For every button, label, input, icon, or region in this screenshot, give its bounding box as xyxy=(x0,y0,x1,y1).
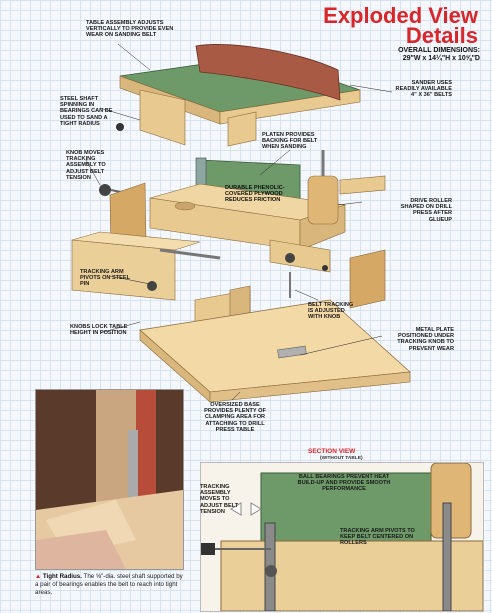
label-metal-plate: METAL PLATE POSITIONED UNDER TRACKING KN… xyxy=(397,327,454,352)
label-tracking-moves: TRACKING ASSEMBLY MOVES TO ADJUST BELT T… xyxy=(200,484,239,515)
diagram-title: Exploded View Details xyxy=(308,3,478,48)
sanding-belt xyxy=(195,44,341,101)
dims-value: 29"W x 14¼"H x 10⅝"D xyxy=(402,55,480,62)
label-tracking-arm: TRACKING ARM PIVOTS ON STEEL PIN xyxy=(80,269,130,288)
label-table-assembly: TABLE ASSEMBLY ADJUSTS VERTICALLY TO PRO… xyxy=(86,20,174,39)
label-ball-bearings: BALL BEARINGS PREVENT HEAT BUILD-UP AND … xyxy=(297,474,391,493)
tracking-block xyxy=(269,239,331,298)
caption-marker: ▲ xyxy=(35,573,42,580)
photo-illustration xyxy=(36,390,183,569)
label-drive-roller: DRIVE ROLLER SHAPED ON DRILL PRESS AFTER… xyxy=(400,198,452,223)
title-line-1: Exploded View xyxy=(323,3,478,28)
label-arm-pivots: TRACKING ARM PIVOTS TO KEEP BELT CENTERE… xyxy=(340,528,415,547)
label-sander-uses: SANDER USES READILY AVAILABLE 4" x 36" B… xyxy=(395,80,452,99)
right-rail xyxy=(339,175,386,195)
housing xyxy=(149,183,346,251)
leader-lines xyxy=(85,43,393,401)
label-belt-tracking: BELT TRACKING IS ADJUSTED WITH KNOB xyxy=(308,302,354,321)
label-knob-moves: KNOB MOVES TRACKING ASSEMBLY TO ADJUST B… xyxy=(66,150,106,181)
label-platen: PLATEN PROVIDES BACKING FOR BELT WHEN SA… xyxy=(262,132,318,151)
tracking-arm xyxy=(71,231,221,301)
label-steel-shaft: STEEL SHAFT SPINNING IN BEARINGS CAN BE … xyxy=(60,96,113,127)
title-line-2: Details xyxy=(405,23,478,48)
overall-dimensions: OVERALL DIMENSIONS: 29"W x 14¼"H x 10⅝"D xyxy=(310,47,480,63)
dims-label: OVERALL DIMENSIONS: xyxy=(398,47,480,54)
caption-bold: Tight Radius. xyxy=(42,573,82,580)
label-oversized-base: OVERSIZED BASE PROVIDES PLENTY OF CLAMPI… xyxy=(204,402,266,433)
section-view-title: SECTION VIEW xyxy=(308,448,356,455)
tight-radius-photo xyxy=(35,389,184,570)
caption-text: The ⅝"-dia. steel shaft supported by a p… xyxy=(35,573,183,596)
drive-roller xyxy=(307,150,339,225)
section-view-drawing xyxy=(201,463,483,611)
label-phenolic: DURABLE PHENOLIC-COVERED PLYWOOD REDUCES… xyxy=(225,185,285,204)
base xyxy=(139,299,411,403)
photo-caption: ▲ Tight Radius. The ⅝"-dia. steel shaft … xyxy=(35,573,185,597)
label-knobs-lock: KNOBS LOCK TABLE HEIGHT IN POSITION xyxy=(70,324,128,337)
side-panel-right xyxy=(349,249,386,309)
section-view-panel xyxy=(200,462,484,612)
section-view-subtitle: (WITHOUT TABLE) xyxy=(320,456,363,461)
